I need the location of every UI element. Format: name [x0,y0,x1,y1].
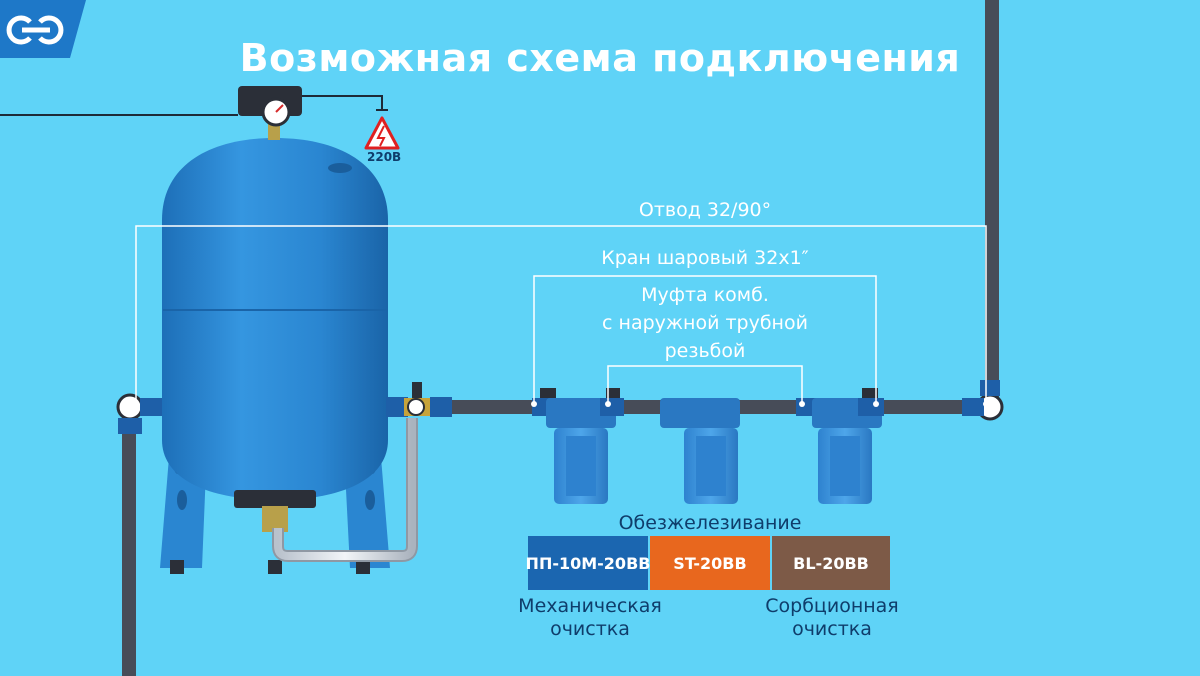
pressure-gauge-icon [261,97,291,127]
coupling-leader [607,365,803,404]
filter-housing-1 [532,388,624,504]
logo-icon [0,0,86,58]
power-cable-right [300,95,383,110]
outlet-pipe-right [985,0,999,400]
filter-housing-3 [796,388,884,504]
ball-valve-leader [533,275,877,404]
mechanical-label-line1: Механическая [518,595,662,617]
cartridge-pp-10m: ПП-10М-20BB [526,536,650,590]
voltage-label: 220В [367,150,402,164]
elbow-label: Отвод 32/90° [638,199,772,221]
filter-housing-2 [660,398,740,504]
sorption-label-line1: Сорбционная [765,595,899,617]
ball-valve-label: Кран шаровый 32х1″ [601,247,809,269]
coupling-label-line1: Муфта комб. [641,284,769,306]
inlet-pipe-left [122,420,136,676]
sorption-label-line2: очистка [792,618,872,640]
cartridge-st-20bb: ST-20BB [650,536,770,590]
cartridge-bl-20bb: BL-20BB [772,536,890,590]
mechanical-label-line2: очистка [550,618,630,640]
coupling-label-line3: резьбой [664,340,746,362]
expansion-tank [160,138,390,574]
coupling-label-line2: с наружной трубной [602,312,808,334]
high-voltage-icon [364,116,400,150]
iron-removal-label: Обезжелезивание [618,512,802,534]
page-title: Возможная схема подключения [239,36,961,80]
elbow-leader [135,225,987,404]
